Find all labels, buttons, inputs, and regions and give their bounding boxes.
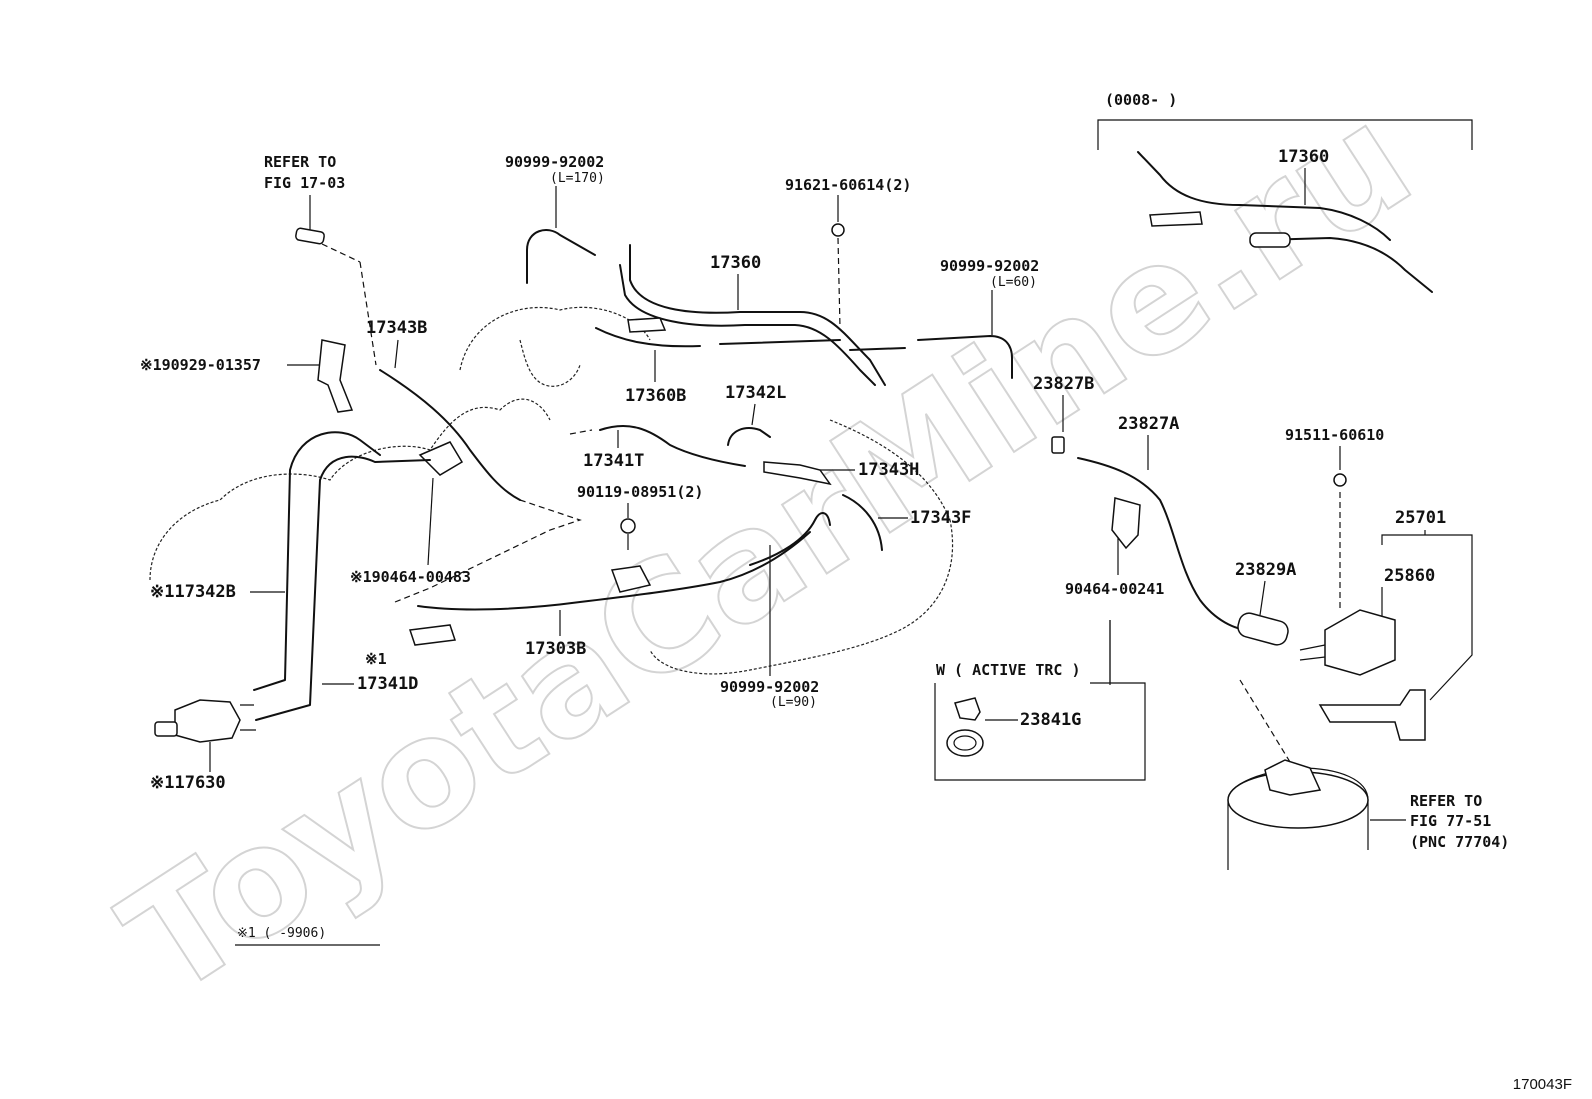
label-25701: 25701 — [1395, 508, 1446, 528]
bracket-25860 — [1318, 689, 1426, 741]
label-17343F: 17343F — [910, 508, 971, 528]
refer-fig-17-03-line1: REFER TO — [264, 153, 336, 171]
label-17342B: ※117342B — [150, 582, 236, 602]
hose-17342L — [727, 427, 771, 446]
vsv-25860 — [1324, 609, 1396, 676]
label-l170: (L=170) — [550, 171, 605, 186]
hose-17360B — [595, 327, 701, 348]
label-23829A: 23829A — [1235, 560, 1296, 580]
hose-17343B — [379, 369, 521, 501]
bolt-icon — [831, 223, 845, 237]
label-17341T: 17341T — [583, 451, 644, 471]
tube-17360-right — [1137, 151, 1391, 241]
clamp-23841G — [954, 697, 981, 721]
label-17341D-mark: ※1 — [365, 650, 387, 668]
engine-outline-right — [649, 419, 954, 675]
clamp-90464-00483 — [418, 441, 464, 476]
label-90999-92002-60: 90999-92002 — [940, 257, 1039, 275]
bracket-note: (0008- ) — [1105, 91, 1177, 109]
label-90119-08951: 90119-08951(2) — [577, 483, 703, 501]
label-90464-00241: 90464-00241 — [1065, 580, 1164, 598]
label-17303B: 17303B — [525, 639, 586, 659]
hose-90999-92002-60 — [917, 335, 1013, 379]
label-91621-60614: 91621-60614(2) — [785, 176, 911, 194]
watermark: ToyotaCarMine.ru — [95, 72, 1441, 1030]
label-90929-01357: ※190929-01357 — [140, 356, 261, 374]
label-25860: 25860 — [1384, 566, 1435, 586]
ring-23841G — [946, 729, 984, 757]
label-17343B: 17343B — [366, 318, 427, 338]
label-23827B: 23827B — [1033, 374, 1094, 394]
pipe-17303B — [417, 531, 811, 611]
bracket-25701 — [1381, 534, 1473, 701]
label-17360-main: 17360 — [710, 253, 761, 273]
top-right-bracket — [1097, 119, 1473, 150]
pipe-stub — [295, 227, 325, 245]
engine-outline-top — [459, 306, 651, 371]
tube-17360 — [629, 244, 886, 386]
label-17630: ※117630 — [150, 773, 226, 793]
label-90999-92002-170: 90999-92002 — [505, 153, 604, 171]
hose-90999-92002-90 — [749, 512, 831, 566]
label-17342L: 17342L — [725, 383, 786, 403]
bracket-17360 — [627, 317, 667, 333]
clamp-90929-01357 — [317, 339, 354, 413]
label-l60: (L=60) — [990, 275, 1037, 290]
label-17360B: 17360B — [625, 386, 686, 406]
label-23827A: 23827A — [1118, 414, 1179, 434]
label-91511-60610: 91511-60610 — [1285, 426, 1384, 444]
refer-fig-77-51-line3: (PNC 77704) — [1410, 833, 1509, 851]
engine-outline-left — [149, 398, 551, 581]
footnote: ※1 ( -9906) — [237, 926, 326, 941]
label-17343H: 17343H — [858, 460, 919, 480]
hose-17343F — [842, 494, 883, 551]
refer-fig-77-51-line2: FIG 77-51 — [1410, 812, 1491, 830]
hose-23829A — [1237, 612, 1289, 646]
label-l90: (L=90) — [770, 695, 817, 710]
hose-17342B — [253, 431, 381, 691]
engine-inner-curve — [519, 339, 581, 387]
hose-23827A — [1077, 457, 1251, 631]
dash-refer-17-03 — [321, 243, 361, 263]
vsv-17630 — [174, 699, 241, 743]
label-90464-00483: ※190464-00483 — [350, 568, 471, 586]
figure-code: 170043F — [1512, 1076, 1572, 1093]
label-23841G: 23841G — [1020, 710, 1081, 730]
bolt-icon-2 — [1333, 473, 1347, 487]
hose-90999-92002-170 — [526, 229, 596, 284]
label-17360-right: 17360 — [1278, 147, 1329, 167]
clamp-90464-00241 — [1111, 497, 1141, 550]
hose-17341T — [599, 425, 746, 467]
label-17341D: 17341D — [357, 674, 418, 694]
vsv-17343H — [763, 461, 832, 486]
refer-fig-77-51-line1: REFER TO — [1410, 792, 1482, 810]
label-90999-92002-90: 90999-92002 — [720, 678, 819, 696]
active-trc-box — [934, 682, 1146, 781]
w-active-trc-label: W ( ACTIVE TRC ) — [936, 661, 1081, 679]
refer-fig-17-03-line2: FIG 17-03 — [264, 174, 345, 192]
bolt-icon-3 — [620, 518, 636, 534]
clip-23827B — [1051, 436, 1065, 454]
